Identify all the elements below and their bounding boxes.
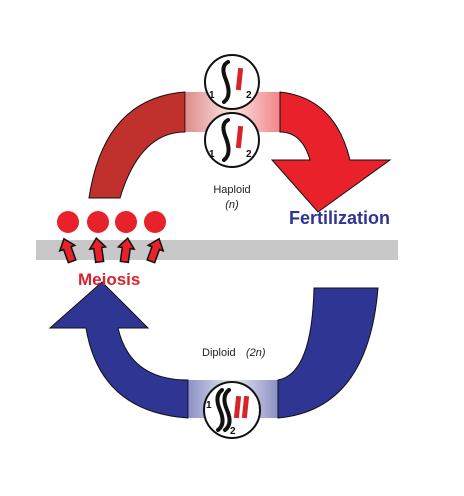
meiosis-label: Meiosis [78, 270, 140, 289]
diploid-ploidy-label: (2n) [246, 347, 266, 359]
diploid-label: Diploid [202, 347, 236, 359]
gamete-4 [144, 211, 166, 264]
gametes-group [57, 211, 166, 264]
haploid-label: Haploid [213, 184, 250, 196]
haploid-cell-middle: 1 2 [204, 112, 260, 168]
red-arc-fade [185, 92, 280, 132]
gamete-3 [115, 211, 137, 264]
haploid-cell-top: 1 2 [204, 54, 260, 110]
haploid-ploidy-label: (n) [225, 199, 239, 211]
fertilization-arrow [270, 91, 392, 213]
red-arc-left [88, 91, 186, 199]
cell-middle-number-2: 2 [246, 149, 252, 160]
gamete-2 [87, 211, 109, 264]
diploid-arrow [48, 281, 189, 419]
diploid-cell-bottom: 1 2 [203, 381, 261, 439]
cell-middle-number-1: 1 [209, 149, 215, 160]
gamete-1 [57, 211, 79, 264]
cell-top-number-2: 2 [246, 90, 252, 101]
cell-bottom-number-1: 1 [206, 400, 212, 411]
cell-bottom-number-2: 2 [230, 426, 236, 437]
cell-top-number-1: 1 [209, 90, 215, 101]
blue-arc-right [277, 287, 379, 419]
gray-bar [36, 240, 398, 260]
fertilization-label: Fertilization [289, 208, 390, 228]
